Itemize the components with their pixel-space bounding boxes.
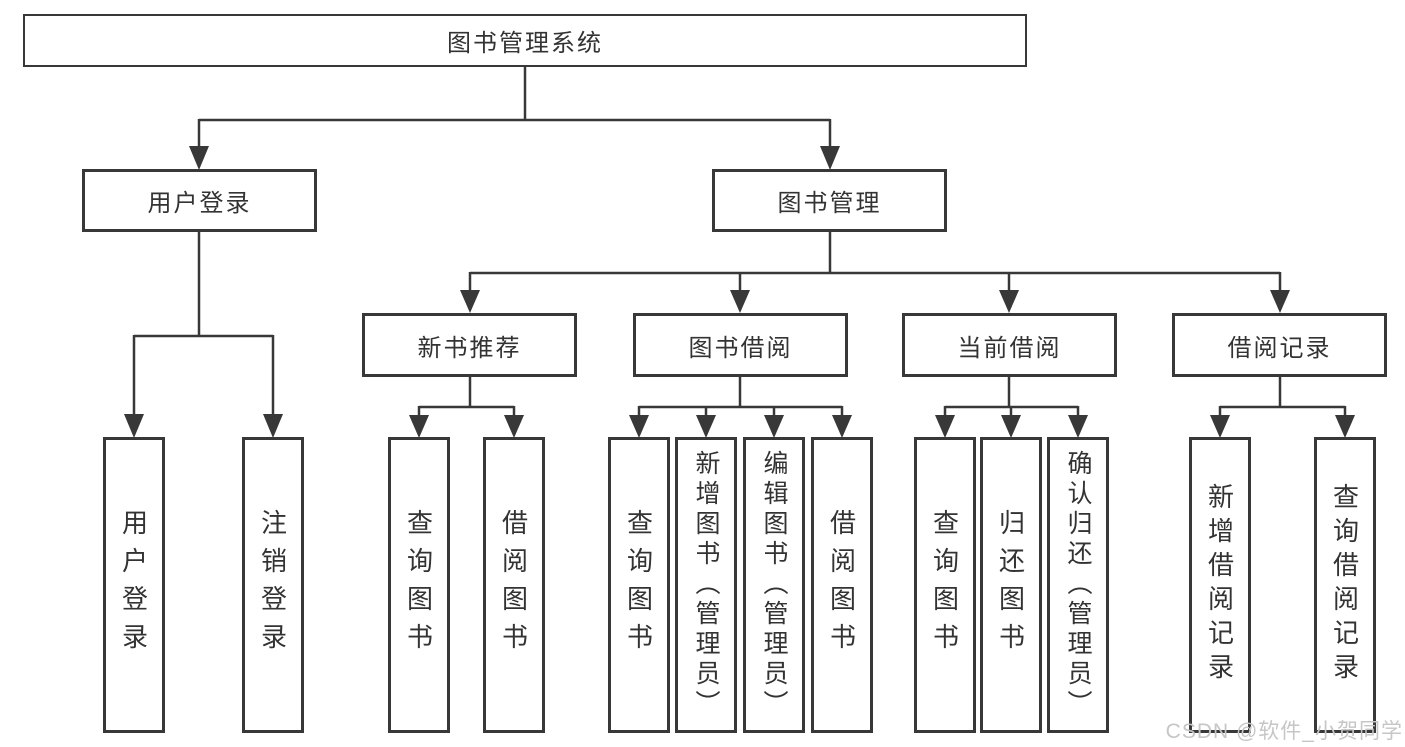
node-book-borrow-label: 图书借阅 xyxy=(688,334,793,362)
node-user-login: 用户登录 xyxy=(82,169,317,232)
leaf-borrow-add-books-admin: 新增图书（管理员） xyxy=(675,437,737,733)
leaf-borrow-query-books-label: 查询图书 xyxy=(623,509,654,661)
leaf-borrow-query-books: 查询图书 xyxy=(608,437,670,733)
leaf-logout: 注销登录 xyxy=(242,437,304,733)
node-new-book-recommend: 新书推荐 xyxy=(362,313,577,377)
node-book-management: 图书管理 xyxy=(712,169,947,232)
leaf-recommend-borrow-books-label: 借阅图书 xyxy=(498,509,529,661)
leaf-current-confirm-return-admin: 确认归还（管理员） xyxy=(1047,437,1109,733)
node-current-borrow-label: 当前借阅 xyxy=(957,334,1062,362)
leaf-current-query-books-label: 查询图书 xyxy=(929,509,960,661)
node-root: 图书管理系统 xyxy=(23,14,1027,67)
leaf-user-login: 用户登录 xyxy=(103,437,165,733)
leaf-recommend-query-books: 查询图书 xyxy=(388,437,450,733)
leaf-user-login-label: 用户登录 xyxy=(118,509,149,661)
leaf-current-return-books: 归还图书 xyxy=(980,437,1042,733)
node-book-borrow: 图书借阅 xyxy=(633,313,848,377)
leaf-logout-label: 注销登录 xyxy=(257,509,288,661)
leaf-borrow-borrow-books-label: 借阅图书 xyxy=(826,509,857,661)
leaf-records-query-record-label: 查询借阅记录 xyxy=(1329,483,1360,687)
leaf-current-return-books-label: 归还图书 xyxy=(995,509,1026,661)
node-user-login-label: 用户登录 xyxy=(147,190,252,217)
leaf-records-query-record: 查询借阅记录 xyxy=(1314,437,1376,733)
leaf-records-add-record: 新增借阅记录 xyxy=(1189,437,1251,733)
node-book-management-label: 图书管理 xyxy=(777,190,882,217)
leaf-recommend-borrow-books: 借阅图书 xyxy=(483,437,545,733)
node-borrow-records: 借阅记录 xyxy=(1172,313,1387,377)
leaf-borrow-edit-books-admin-label: 编辑图书（管理员） xyxy=(760,450,788,720)
leaf-borrow-borrow-books: 借阅图书 xyxy=(811,437,873,733)
leaf-recommend-query-books-label: 查询图书 xyxy=(403,509,434,661)
node-borrow-records-label: 借阅记录 xyxy=(1227,334,1332,362)
leaf-current-confirm-return-admin-label: 确认归还（管理员） xyxy=(1064,450,1092,720)
csdn-watermark: CSDN @软件_小贺同学 xyxy=(1165,720,1403,743)
leaf-records-add-record-label: 新增借阅记录 xyxy=(1204,483,1235,687)
node-new-book-recommend-label: 新书推荐 xyxy=(417,334,522,362)
node-current-borrow: 当前借阅 xyxy=(902,313,1117,377)
leaf-borrow-edit-books-admin: 编辑图书（管理员） xyxy=(743,437,805,733)
leaf-borrow-add-books-admin-label: 新增图书（管理员） xyxy=(692,450,720,720)
leaf-current-query-books: 查询图书 xyxy=(914,437,976,733)
node-root-label: 图书管理系统 xyxy=(447,30,603,57)
arrowhead-icons xyxy=(124,146,1355,438)
